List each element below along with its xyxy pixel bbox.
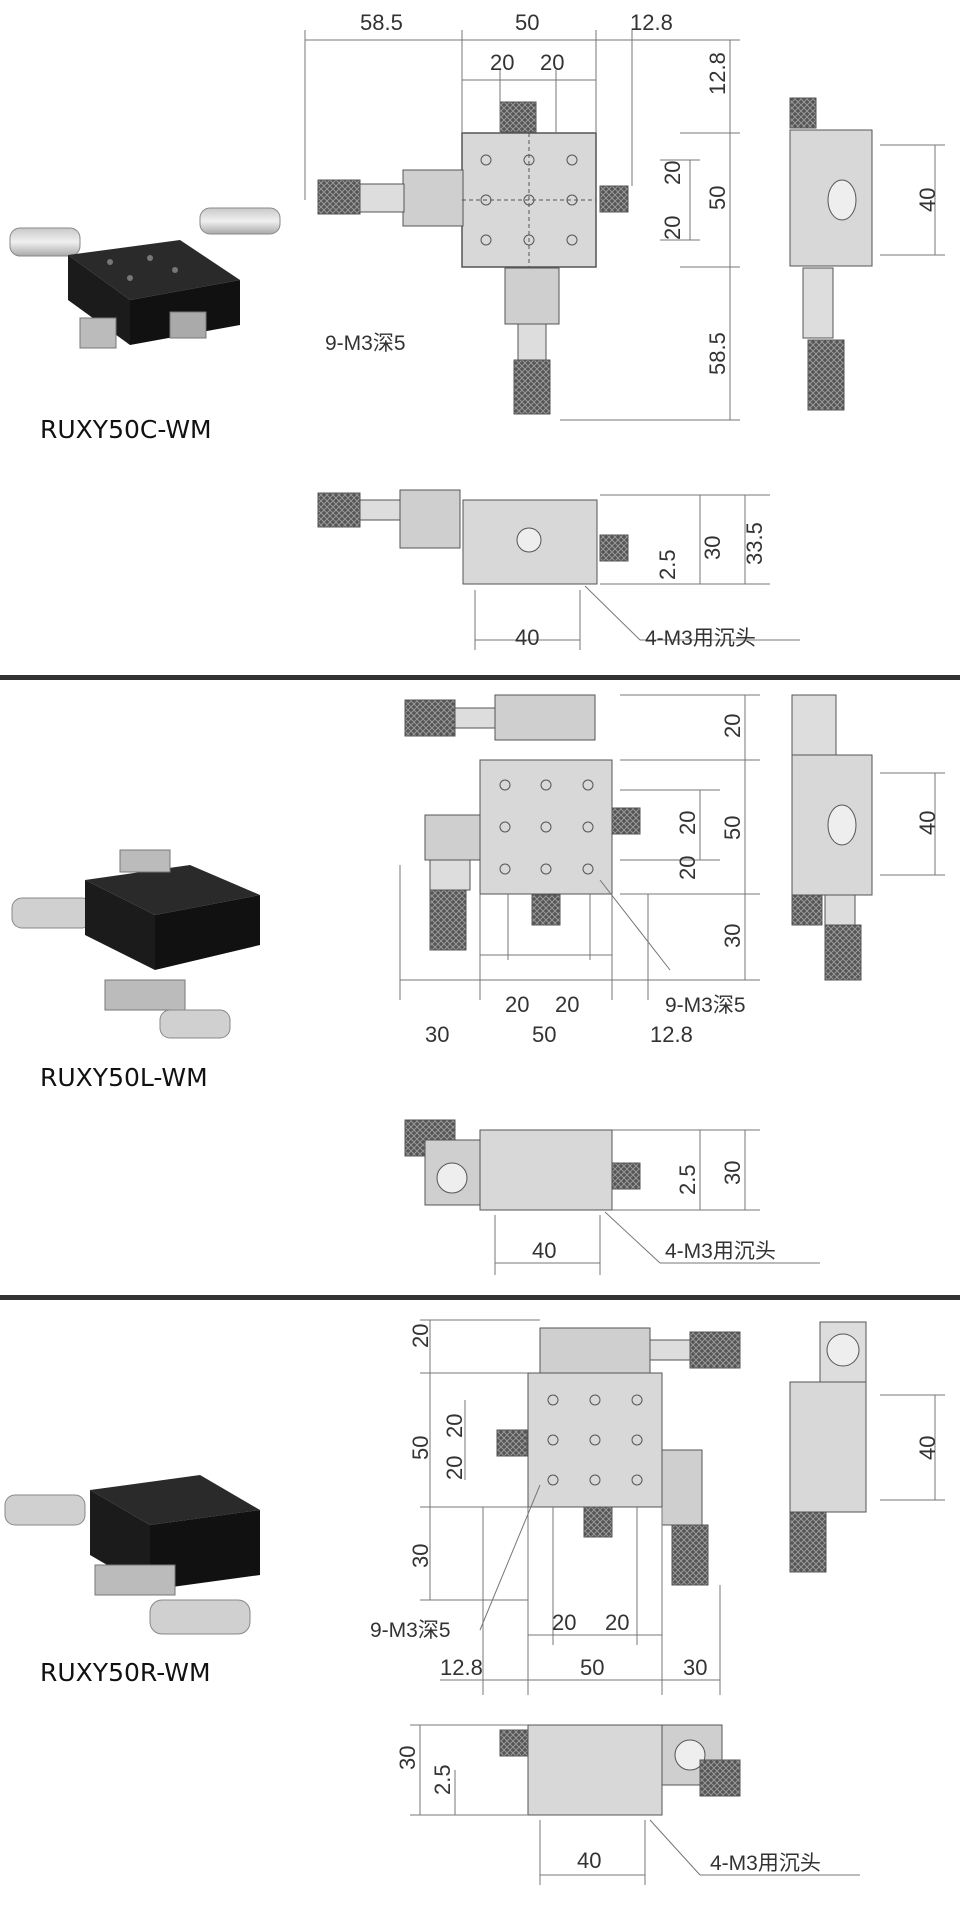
model-label: RUXY50C-WM [40,415,212,444]
dim-right-b: 20 [675,856,700,880]
dim-front-h1: 2.5 [655,549,680,580]
dim-left-a: 20 [442,1414,467,1438]
front-view-ruxy50l [404,1119,820,1275]
dim-left-bottom: 30 [408,1544,433,1568]
dim-side-height: 40 [915,1436,940,1460]
product-photo-ruxy50r [4,1475,260,1635]
side-view-ruxy50l [791,694,945,981]
dim-front-h2: 30 [700,536,725,560]
drawing-ruxy50c: 58.5 50 12.8 20 20 12.8 20 50 20 58.5 9-… [9,10,945,650]
dim-bottom-right: 12.8 [650,1022,693,1047]
note-bottom: 4-M3用沉头 [665,1240,776,1263]
dim-front-h2: 30 [720,1161,745,1185]
note-bottom: 4-M3用沉头 [710,1852,821,1875]
dim-hole-a: 20 [552,1610,576,1635]
dimensions-top-ruxy50r [420,1319,721,1695]
front-view-ruxy50c [317,489,800,650]
product-photo-ruxy50c [9,207,281,349]
separator [0,675,960,680]
dim-hole-b: 20 [555,992,579,1017]
drawing-ruxy50l: 20 20 50 20 30 20 20 9-M3深5 30 50 12.8 4… [11,694,945,1275]
dim-right-bottom: 30 [720,924,745,948]
panel-ruxy50c: 58.5 50 12.8 20 20 12.8 20 50 20 58.5 9-… [0,0,960,675]
dim-right-bottom: 58.5 [705,332,730,375]
dim-right-a: 20 [675,811,700,835]
dim-hole-a: 20 [505,992,529,1017]
dim-bottom-left: 12.8 [440,1655,483,1680]
note-holes: 9-M3深5 [665,994,746,1017]
dim-left-height: 50 [408,1436,433,1460]
dim-front-h3: 33.5 [742,522,767,565]
dim-left-top: 20 [408,1324,433,1348]
product-photo-ruxy50l [11,849,260,1039]
drawing-ruxy50r: 20 20 50 20 30 9-M3深5 20 20 12.8 50 30 4… [4,1319,945,1885]
dim-front-width: 40 [532,1238,556,1263]
panel-ruxy50r: 20 20 50 20 30 9-M3深5 20 20 12.8 50 30 4… [0,1300,960,1923]
dim-hole-b: 20 [540,50,564,75]
dim-side-height: 40 [915,188,940,212]
model-label: RUXY50L-WM [40,1063,208,1092]
dimensions-top-ruxy50c [304,30,740,421]
dim-bottom-width: 50 [580,1655,604,1680]
dim-hole-a: 20 [490,50,514,75]
dimensions-top-ruxy50l [399,694,760,1000]
top-view-ruxy50c [317,101,629,415]
note-bottom: 4-M3用沉头 [645,627,756,650]
dim-right-height: 50 [720,816,745,840]
dim-side-height: 40 [915,811,940,835]
dim-right-a: 20 [660,161,685,185]
note-holes: 9-M3深5 [325,332,406,355]
model-label: RUXY50R-WM [40,1658,211,1687]
dim-front-h1: 30 [395,1746,420,1770]
dim-right-top: 12.8 [705,52,730,95]
top-view-ruxy50l [404,694,641,951]
dim-right-height: 50 [705,186,730,210]
dim-bottom-right: 30 [683,1655,707,1680]
side-view-ruxy50c [789,97,945,411]
separator [0,1295,960,1300]
panel-ruxy50l: 20 20 50 20 30 20 20 9-M3深5 30 50 12.8 4… [0,680,960,1295]
front-view-ruxy50r [410,1724,860,1885]
top-view-ruxy50r [496,1327,741,1586]
dim-front-h1: 2.5 [675,1164,700,1195]
dim-top-width: 50 [515,10,539,35]
dim-right-b: 20 [660,216,685,240]
dim-left-b: 20 [442,1456,467,1480]
dim-hole-b: 20 [605,1610,629,1635]
dim-top-left: 58.5 [360,10,403,35]
dim-top-right: 12.8 [630,10,673,35]
note-holes: 9-M3深5 [370,1619,451,1642]
dim-bottom-left: 30 [425,1022,449,1047]
side-view-ruxy50r [789,1321,945,1573]
dim-front-width: 40 [577,1848,601,1873]
dim-bottom-width: 50 [532,1022,556,1047]
dim-front-h2: 2.5 [430,1764,455,1795]
dim-front-width: 40 [515,625,539,650]
dim-right-top: 20 [720,714,745,738]
